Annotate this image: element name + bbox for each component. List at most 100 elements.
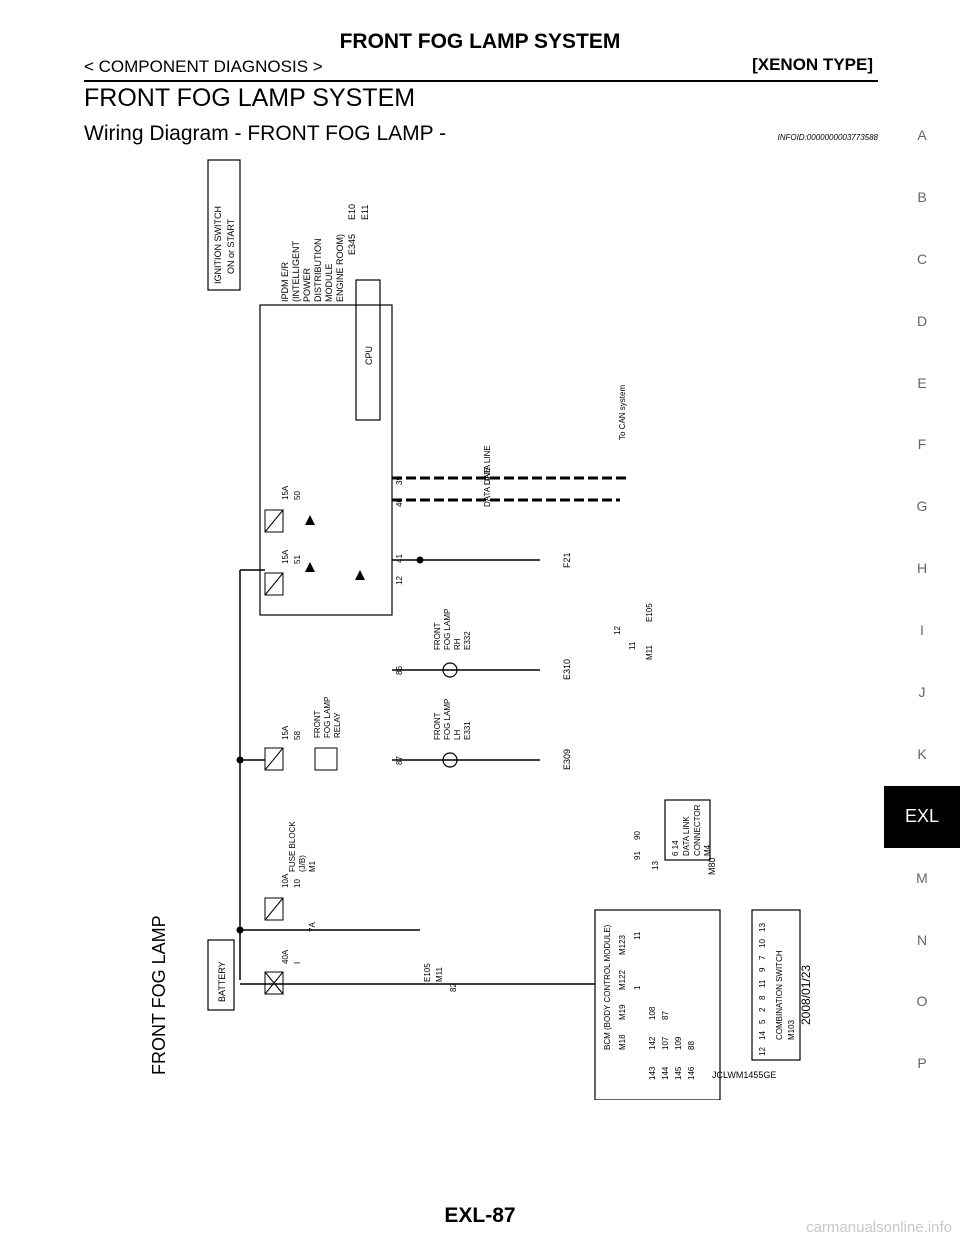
combo-conn: M103 <box>787 1019 796 1040</box>
section-tab-b[interactable]: B <box>917 188 927 205</box>
fog-lamp-lh <box>442 752 458 768</box>
diagram-code: JCLWM1455GE <box>712 1070 776 1080</box>
section-index: A B C D E F G H I J K EXL M N O P <box>884 105 960 1095</box>
combo-pin-8: 8 <box>758 995 767 1000</box>
fog-rh-label-1: FRONT <box>433 622 442 650</box>
fuse-58-num: 58 <box>293 731 302 740</box>
section-tab-o[interactable]: O <box>916 993 928 1010</box>
info-id: INFOID:0000000003773588 <box>777 133 878 142</box>
fuse-50 <box>264 509 284 533</box>
fuse-block-conn: M1 <box>308 860 317 872</box>
ipdm-conn-e10: E10 <box>347 204 357 220</box>
section-tab-j[interactable]: J <box>918 684 926 701</box>
diagram-heading: Wiring Diagram - FRONT FOG LAMP - <box>84 122 447 145</box>
combo-pin-14: 14 <box>758 1031 767 1040</box>
bcm-pin-108: 108 <box>648 1006 657 1020</box>
combo-pin-13: 13 <box>758 923 767 932</box>
fog-rh-conn: E332 <box>463 631 472 650</box>
bcm-pin-88: 88 <box>687 1041 696 1050</box>
section-title: FRONT FOG LAMP SYSTEM <box>84 84 416 112</box>
diagram-date: 2008/01/23 <box>799 965 813 1025</box>
bcm-conn-m19: M19 <box>618 1004 627 1020</box>
ground-f21: F21 <box>562 552 572 568</box>
watermark: carmanualsonline.info <box>806 1219 952 1236</box>
section-tab-f[interactable]: F <box>917 436 927 453</box>
batt-conn-e105: E105 <box>423 963 432 982</box>
page-header-title: FRONT FOG LAMP SYSTEM <box>339 30 621 53</box>
fog-lh-label-1: FRONT <box>433 712 442 740</box>
fuse-58 <box>264 747 284 771</box>
bcm-pin-146: 146 <box>687 1066 696 1080</box>
ipdm-label-2: (INTELLIGENT <box>291 240 301 302</box>
fog-lamp-rh <box>442 662 458 678</box>
fog-lh-conn: E331 <box>463 721 472 740</box>
ipdm-label-3: POWER <box>302 267 312 302</box>
fuse-51 <box>264 572 284 596</box>
ground-e309: E309 <box>562 749 572 770</box>
section-tab-n[interactable]: N <box>916 931 928 948</box>
combo-label: COMBINATION SWITCH <box>775 950 784 1040</box>
diagram-title: FRONT FOG LAMP <box>149 915 169 1075</box>
fuse-40a-num: I <box>293 962 302 964</box>
relay-label-2: FOG LAMP <box>323 697 332 738</box>
relay-label-3: RELAY <box>333 712 342 738</box>
ipdm-pin-41: 41 <box>395 554 404 563</box>
section-tab-a[interactable]: A <box>917 127 927 143</box>
ground-m80: M80 <box>707 857 717 875</box>
fog-lamp-relay <box>314 747 338 771</box>
cpu-box <box>355 279 381 421</box>
ipdm-label-5: MODULE <box>324 263 334 302</box>
batt-conn-m11: M11 <box>435 966 444 982</box>
fuse-51-num: 51 <box>293 555 302 564</box>
dlc-pins: 6 14 <box>671 840 680 856</box>
joint-pin-12: 12 <box>613 626 622 635</box>
section-tab-k[interactable]: K <box>917 745 927 762</box>
bcm-conn-m123: M123 <box>618 934 627 955</box>
dlc-label-2: CONNECTOR <box>693 804 702 856</box>
section-tab-exl[interactable]: EXL <box>884 785 960 848</box>
combo-pin-2: 2 <box>758 1007 767 1012</box>
can-system-label: To CAN system <box>618 385 627 440</box>
fuse-10 <box>264 897 284 921</box>
ipdm-label-4: DISTRIBUTION <box>313 238 323 302</box>
joint-conn-m11: M11 <box>645 644 654 660</box>
section-tab-c[interactable]: C <box>916 250 928 267</box>
ipdm-label-1: IPDM E/R <box>280 261 290 302</box>
combo-pin-12: 12 <box>758 1047 767 1056</box>
bcm-pin-143: 143 <box>648 1066 657 1080</box>
ignition-switch-label: IGNITION SWITCH <box>213 206 223 284</box>
bcm-conn-m122: M122 <box>618 969 627 990</box>
bcm-pin-91: 91 <box>633 851 642 860</box>
relay-label-1: FRONT <box>313 710 322 738</box>
section-tab-g[interactable]: G <box>916 498 928 515</box>
section-tab-h[interactable]: H <box>916 560 928 577</box>
combination-switch-box <box>751 909 801 1061</box>
ipdm-conn-e11: E11 <box>360 205 370 220</box>
ignition-switch-box <box>207 159 241 291</box>
fuse-block-pin: 7A <box>308 922 317 932</box>
ipdm-er-box <box>259 304 393 616</box>
section-tab-i[interactable]: I <box>920 622 924 639</box>
bcm-pin-145: 145 <box>674 1066 683 1080</box>
data-line-2-label: DATA LINE <box>483 467 492 507</box>
bcm-pin-1: 1 <box>633 985 642 990</box>
fuse-block-label-1: FUSE BLOCK <box>288 821 297 872</box>
section-tab-d[interactable]: D <box>916 312 928 329</box>
ipdm-conn-e345: E345 <box>347 234 357 255</box>
fuse-10-amps: 10A <box>281 873 290 888</box>
section-tab-m[interactable]: M <box>916 869 928 886</box>
data-link-connector <box>664 799 711 861</box>
fog-rh-label-3: RH <box>453 638 462 650</box>
bcm-pin-90: 90 <box>633 831 642 840</box>
section-tab-p[interactable]: P <box>917 1055 927 1072</box>
section-tab-e[interactable]: E <box>917 374 927 391</box>
fuse-block-label-2: (J/B) <box>298 855 307 872</box>
fuse-10-num: 10 <box>293 879 302 888</box>
fog-rh-label-2: FOG LAMP <box>443 609 452 650</box>
type-tag: [XENON TYPE] <box>752 55 873 74</box>
combo-pin-7: 7 <box>758 955 767 960</box>
bcm-pin-109: 109 <box>674 1036 683 1050</box>
fog-lh-label-2: FOG LAMP <box>443 699 452 740</box>
page-number: EXL-87 <box>444 1204 516 1227</box>
combo-pin-5: 5 <box>758 1019 767 1024</box>
